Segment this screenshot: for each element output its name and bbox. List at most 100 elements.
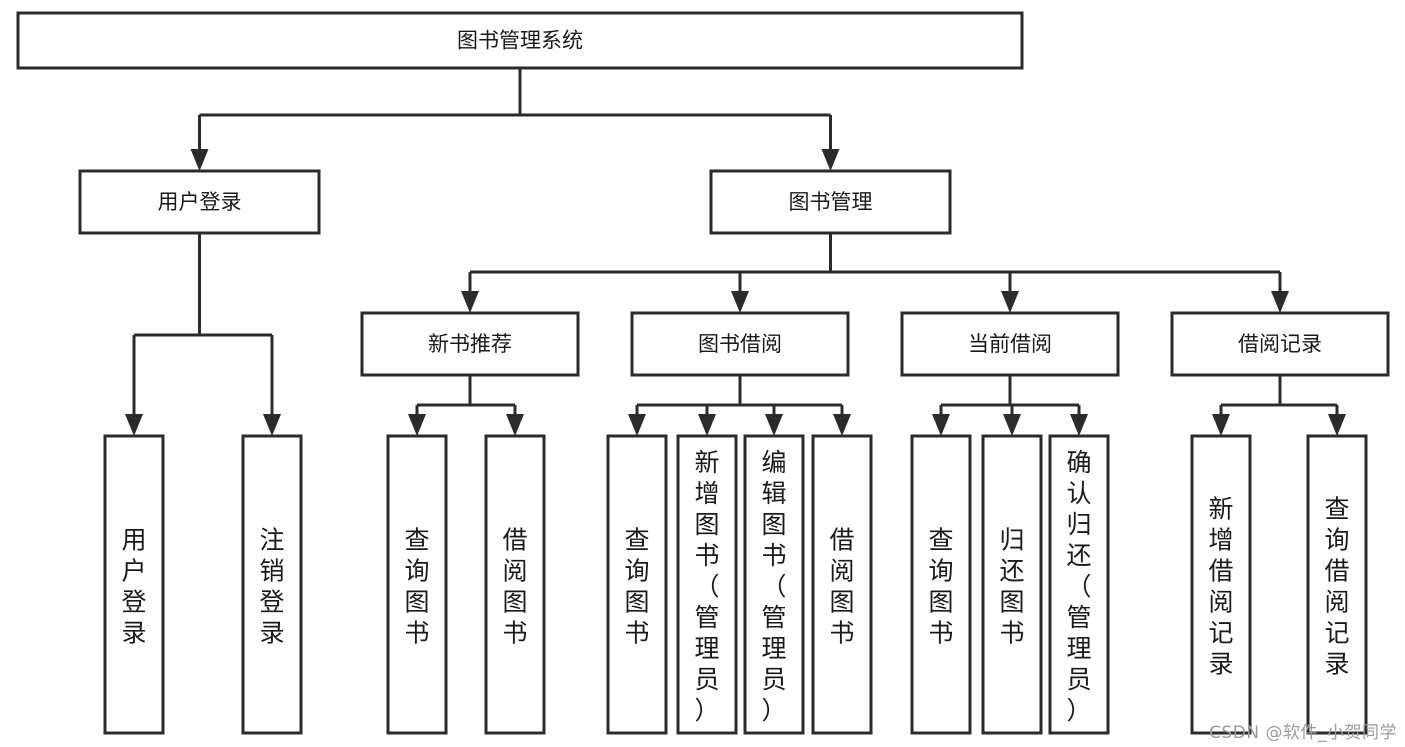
node-label-char: 还 <box>999 557 1024 586</box>
node-label-char: 借 <box>1208 557 1233 586</box>
node-label-char: 注 <box>259 526 284 555</box>
node-label-char: 书 <box>999 619 1024 648</box>
node-label-char: 询 <box>624 557 649 586</box>
node-label-char: 阅 <box>1324 588 1349 617</box>
node-label-char: 员 <box>694 665 719 694</box>
node-leaf-user-login[interactable]: 用户登录 <box>103 434 165 735</box>
node-label-char: 图 <box>502 588 527 617</box>
node-label-char: ） <box>1066 696 1091 725</box>
node-label-char: 录 <box>259 619 284 648</box>
node-label-char: ） <box>694 696 719 725</box>
node-label-char: 借 <box>1324 557 1349 586</box>
node-root[interactable]: 图书管理系统 <box>16 11 1024 70</box>
node-label-char: 编 <box>761 448 786 477</box>
node-label-char: 录 <box>1208 650 1233 679</box>
node-label-char: 书 <box>829 619 854 648</box>
node-label: 图书借阅 <box>698 332 782 356</box>
node-label-char: 新 <box>1208 495 1233 524</box>
node-label-char: 员 <box>1066 665 1091 694</box>
csdn-watermark: CSDN @软件_小贺同学 <box>1209 723 1397 743</box>
node-label-char: 图 <box>624 588 649 617</box>
node-label-char: 图 <box>999 588 1024 617</box>
node-label-char: 新 <box>694 448 719 477</box>
node-current-borrow[interactable]: 当前借阅 <box>900 311 1120 377</box>
node-label-char: 书 <box>624 619 649 648</box>
node-label-char: 理 <box>1066 634 1091 663</box>
node-book-borrow[interactable]: 图书借阅 <box>630 311 850 377</box>
node-label-char: 归 <box>1066 510 1091 539</box>
node-label-char: 管 <box>761 603 786 632</box>
node-label-char: 书 <box>502 619 527 648</box>
node-label-char: 借 <box>502 526 527 555</box>
nodes-layer: 图书管理系统用户登录图书管理新书推荐图书借阅当前借阅借阅记录用户登录注销登录查询… <box>16 11 1390 735</box>
node-label-char: 书 <box>928 619 953 648</box>
node-label-char: 理 <box>694 634 719 663</box>
node-label-char: 阅 <box>502 557 527 586</box>
node-label-char: 户 <box>121 557 146 586</box>
node-label-char: 理 <box>761 634 786 663</box>
node-label-char: 归 <box>999 526 1024 555</box>
node-new-book-recommend[interactable]: 新书推荐 <box>360 311 580 377</box>
node-label-char: 图 <box>928 588 953 617</box>
node-label-char: （ <box>1066 572 1091 601</box>
node-label-char: 登 <box>259 588 284 617</box>
node-label-char: 图 <box>829 588 854 617</box>
node-label-char: 查 <box>1324 495 1349 524</box>
node-label-char: 销 <box>259 557 284 586</box>
node-label-char: 查 <box>404 526 429 555</box>
node-label-char: 增 <box>1208 526 1233 555</box>
node-label-char: 阅 <box>1208 588 1233 617</box>
node-label-char: 认 <box>1066 479 1091 508</box>
node-label-char: 询 <box>404 557 429 586</box>
node-label-char: 借 <box>829 526 854 555</box>
node-label-char: ） <box>761 696 786 725</box>
node-label-char: 查 <box>624 526 649 555</box>
node-label: 图书管理 <box>789 190 873 214</box>
node-label-char: 图 <box>404 588 429 617</box>
node-label: 图书管理系统 <box>457 29 583 53</box>
node-label-char: 记 <box>1208 619 1233 648</box>
node-label-char: 管 <box>694 603 719 632</box>
node-label: 当前借阅 <box>968 332 1052 356</box>
node-label-char: 还 <box>1066 541 1091 570</box>
node-label-char: 询 <box>1324 526 1349 555</box>
node-label-char: 记 <box>1324 619 1349 648</box>
node-label-char: 录 <box>121 619 146 648</box>
node-borrow-records[interactable]: 借阅记录 <box>1170 311 1390 377</box>
node-label-char: 管 <box>1066 603 1091 632</box>
node-label-char: 用 <box>121 526 146 555</box>
node-label-char: 图 <box>761 510 786 539</box>
connectors-layer <box>125 68 1346 436</box>
node-label-char: 录 <box>1324 650 1349 679</box>
node-label-char: 书 <box>694 541 719 570</box>
node-label: 新书推荐 <box>428 332 512 356</box>
node-label-char: 登 <box>121 588 146 617</box>
node-label-char: 辑 <box>761 479 786 508</box>
node-user-login[interactable]: 用户登录 <box>78 169 321 235</box>
node-label-char: 书 <box>404 619 429 648</box>
node-label-char: 图 <box>694 510 719 539</box>
node-label: 用户登录 <box>158 190 242 214</box>
node-label-char: 员 <box>761 665 786 694</box>
node-label-char: 书 <box>761 541 786 570</box>
node-label-char: 增 <box>694 479 719 508</box>
node-label-char: 询 <box>928 557 953 586</box>
node-book-management[interactable]: 图书管理 <box>709 169 952 235</box>
node-label-char: 确 <box>1066 448 1091 477</box>
node-label-char: 查 <box>928 526 953 555</box>
node-label-char: （ <box>694 572 719 601</box>
